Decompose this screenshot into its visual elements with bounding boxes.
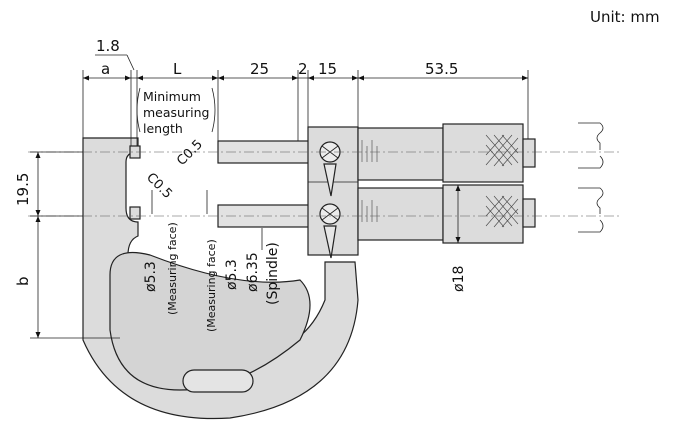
- min-length-line1: Minimum: [143, 89, 201, 104]
- break-continuation-upper: [578, 122, 604, 169]
- dim-1-8: 1.8: [96, 37, 120, 55]
- dim-53-5: 53.5: [425, 60, 458, 78]
- dim-19-5: 19.5: [14, 173, 32, 206]
- frame-nameplate: [182, 369, 254, 393]
- ratchet-upper: [522, 138, 536, 168]
- anvil-face-label: (Measuring face): [166, 222, 179, 315]
- thimble-upper: [442, 123, 524, 183]
- dim-L: L: [173, 60, 182, 78]
- chamfer-right: C0.5: [174, 137, 206, 169]
- dim-phi18: ø18: [451, 266, 467, 292]
- dim-25: 25: [250, 60, 269, 78]
- anvil-face-diameter: ø5.3: [143, 261, 159, 292]
- chamfer-left: C0.5: [143, 170, 175, 202]
- min-length-line2: measuring: [143, 105, 209, 120]
- anvil-lower: [129, 206, 141, 220]
- sleeve-lower: [357, 187, 444, 241]
- ratchet-lower: [522, 198, 536, 228]
- spindle-diameter: ø6.35: [245, 252, 261, 292]
- thimble-lower: [442, 184, 524, 244]
- unit-label: Unit: mm: [590, 8, 660, 26]
- dim-15: 15: [318, 60, 337, 78]
- spindle-face-diameter: ø5.3: [224, 259, 240, 290]
- dim-2: 2: [298, 60, 308, 78]
- spindle-label: (Spindle): [265, 242, 281, 305]
- spindle-face-label: (Measuring face): [205, 239, 218, 332]
- dim-b: b: [14, 276, 32, 286]
- dim-a: a: [101, 60, 110, 78]
- min-length-bubble: [136, 87, 216, 133]
- break-continuation-lower: [578, 187, 604, 233]
- sleeve-upper: [357, 127, 444, 181]
- min-length-line3: length: [143, 121, 183, 136]
- frame-cutout: [109, 251, 311, 391]
